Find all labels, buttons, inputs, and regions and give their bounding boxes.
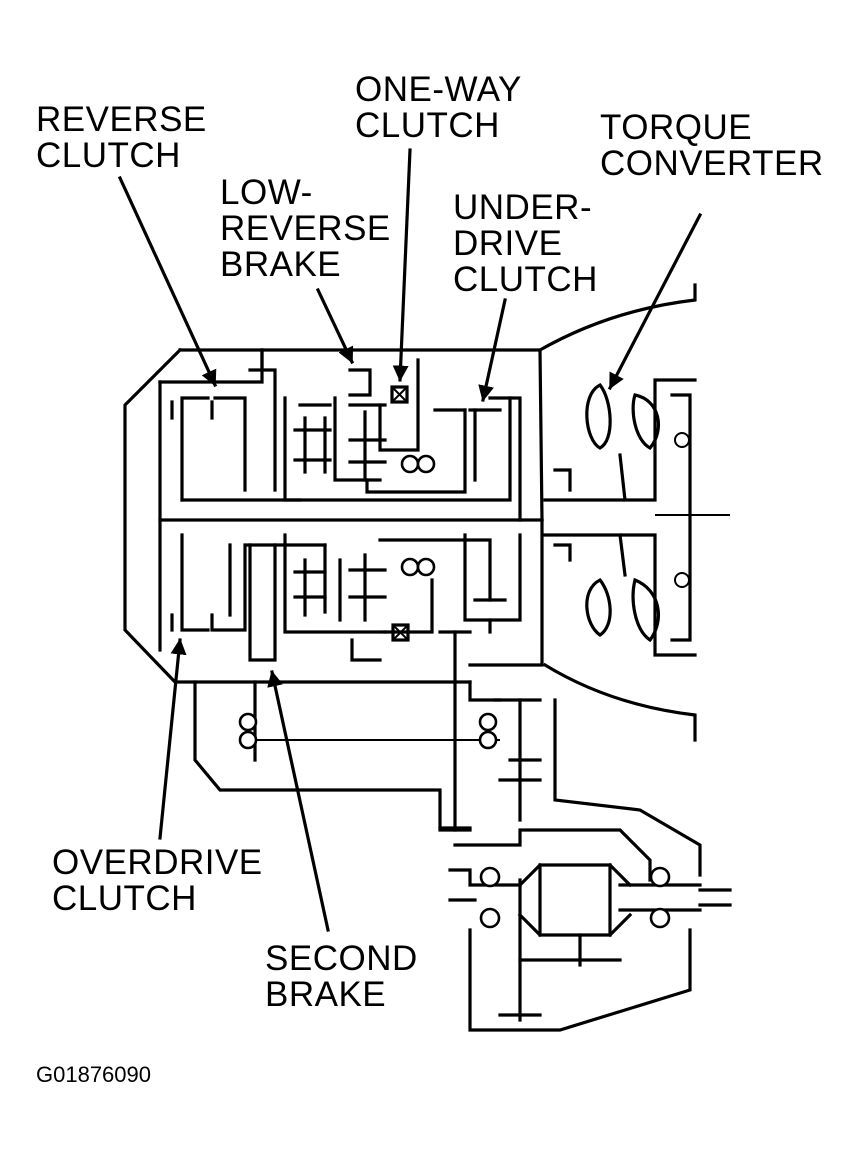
torque-converter-arrow bbox=[607, 212, 703, 391]
label-overdrive-clutch: OVERDRIVE CLUTCH bbox=[52, 843, 263, 918]
leader-arrows bbox=[117, 148, 703, 932]
second-brake-arrow bbox=[267, 670, 330, 932]
label-underdrive-clutch: UNDER- DRIVE CLUTCH bbox=[453, 188, 598, 299]
one-way-clutch-arrow bbox=[392, 148, 412, 382]
upper-clutch-assembly bbox=[158, 348, 522, 522]
label-second-brake: SECOND BRAKE bbox=[265, 939, 418, 1014]
figure-code: G01876090 bbox=[36, 1062, 151, 1087]
label-low-reverse-brake: LOW- REVERSE BRAKE bbox=[220, 173, 391, 284]
transfer-and-differential bbox=[193, 630, 732, 1032]
overdrive-clutch-arrow bbox=[158, 638, 187, 840]
label-reverse-clutch: REVERSE CLUTCH bbox=[36, 100, 207, 175]
reverse-clutch-arrow bbox=[117, 175, 218, 388]
underdrive-clutch-arrow bbox=[478, 298, 507, 402]
torque-converter-drawing bbox=[553, 382, 692, 643]
low-reverse-brake-arrow bbox=[315, 287, 355, 365]
label-one-way-clutch: ONE-WAY CLUTCH bbox=[355, 70, 522, 145]
lower-clutch-assembly bbox=[170, 533, 522, 662]
transmission-housing bbox=[123, 283, 730, 742]
label-torque-converter: TORQUE CONVERTER bbox=[600, 108, 824, 183]
